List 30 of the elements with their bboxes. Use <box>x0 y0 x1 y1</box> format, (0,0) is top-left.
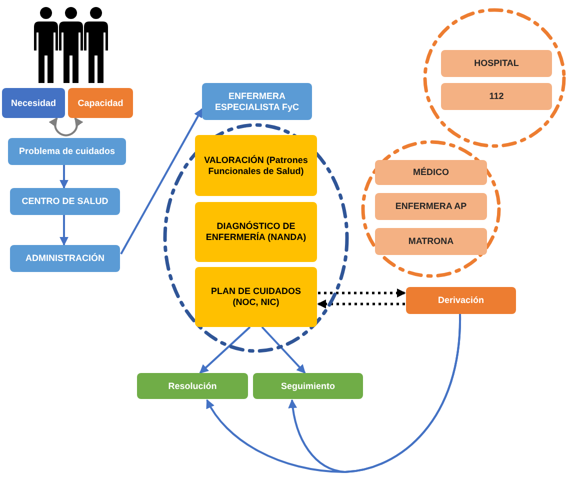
service-box: MATRONA <box>375 228 487 255</box>
process-box: ADMINISTRACIÓN <box>10 245 120 272</box>
people-icon <box>33 6 109 84</box>
arrow <box>120 108 203 254</box>
arrow <box>199 326 251 374</box>
care-step-box: PLAN DE CUIDADOS (NOC, NIC) <box>195 267 317 327</box>
arrow <box>60 165 68 189</box>
care-step-box: VALORACIÓN (Patrones Funcionales de Salud) <box>195 135 317 196</box>
care-step-box: DIAGNÓSTICO DE ENFERMERÍA (NANDA) <box>195 202 317 262</box>
capacity-box: Capacidad <box>68 88 133 118</box>
arrow <box>288 314 461 473</box>
arrow <box>261 326 306 374</box>
outcome-box: Resolución <box>137 373 248 399</box>
process-box: ENFERMERA ESPECIALISTA FyC <box>202 83 312 120</box>
need-box: Necesidad <box>2 88 65 118</box>
process-box: CENTRO DE SALUD <box>10 188 120 215</box>
service-box: 112 <box>441 83 552 110</box>
dashed-ellipse <box>361 140 501 278</box>
referral-box: Derivación <box>406 287 516 314</box>
process-box: Problema de cuidados <box>8 138 126 165</box>
outcome-box: Seguimiento <box>253 373 363 399</box>
dashed-ellipse <box>163 123 349 353</box>
cycle-arrow <box>48 117 84 136</box>
service-box: HOSPITAL <box>441 50 552 77</box>
service-box: MÉDICO <box>375 160 487 185</box>
dashed-ellipse <box>423 8 566 148</box>
service-box: ENFERMERA AP <box>375 193 487 220</box>
arrow <box>317 300 405 308</box>
arrow <box>318 288 406 298</box>
arrow <box>60 215 68 246</box>
